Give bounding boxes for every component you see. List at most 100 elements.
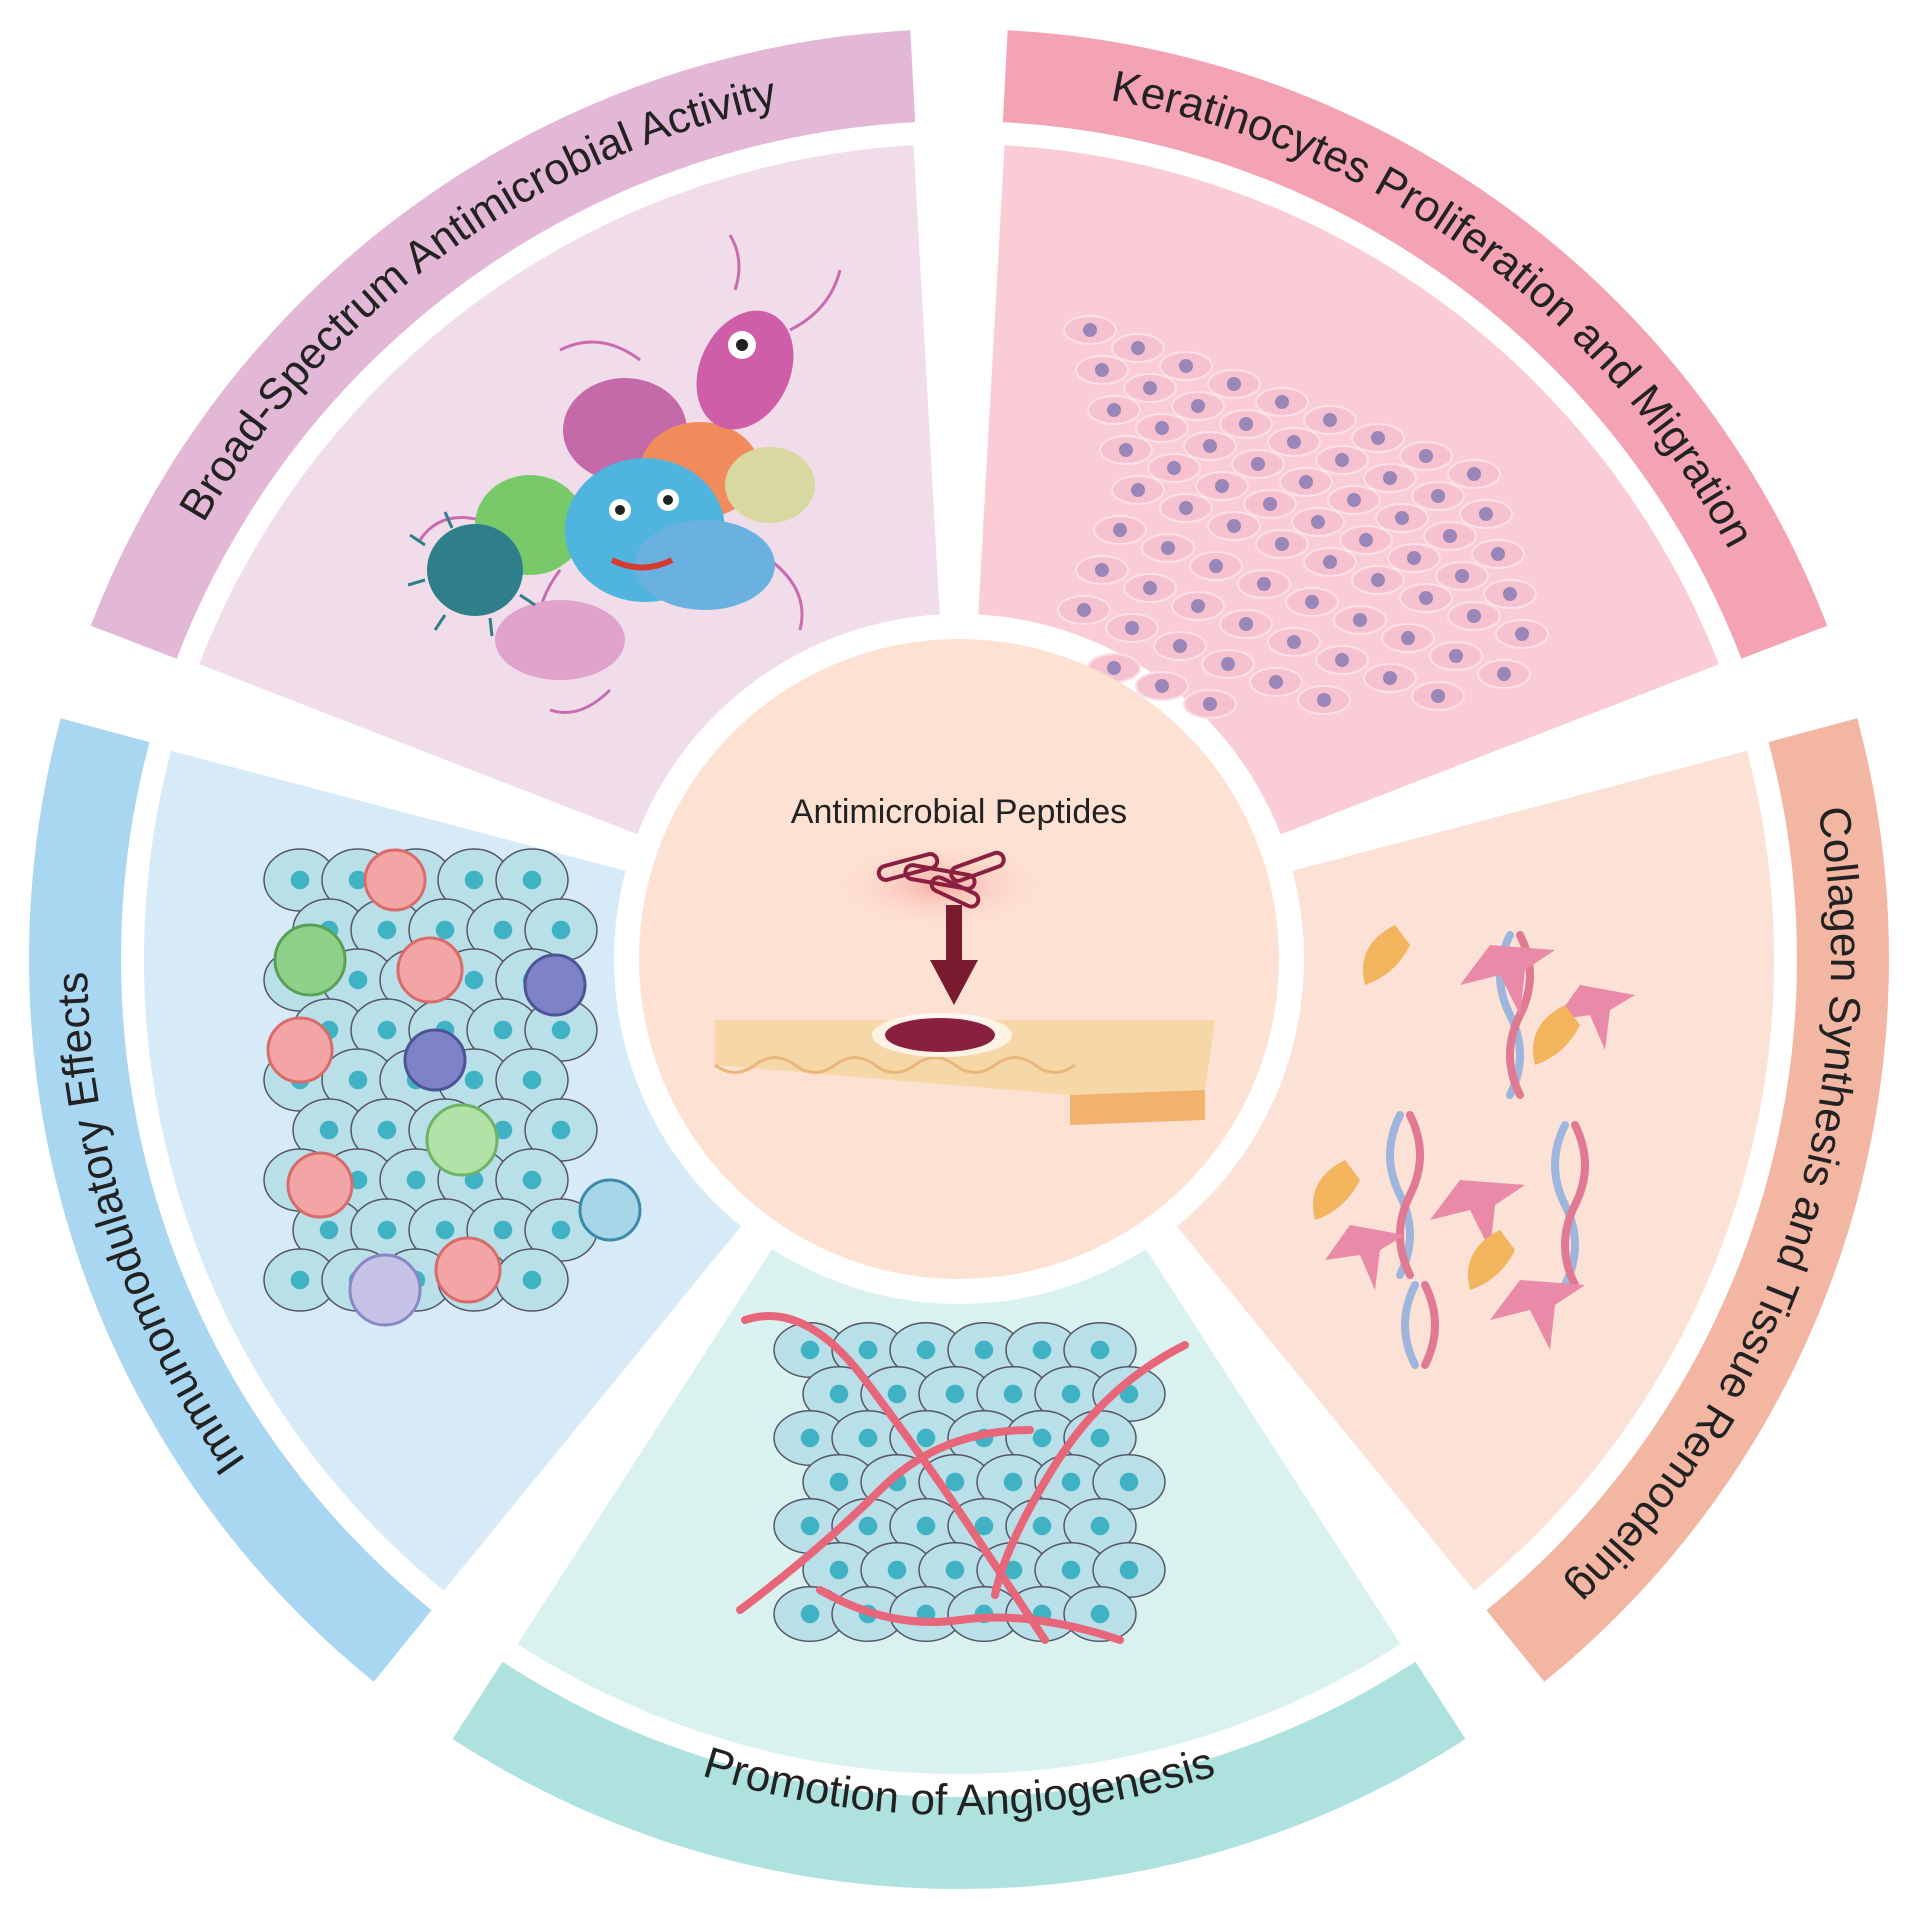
keratinocyte-nucleus [1443, 529, 1457, 543]
cell-nucleus [1090, 1516, 1110, 1536]
keratinocyte-nucleus [1155, 421, 1169, 435]
cell-nucleus [319, 1120, 339, 1140]
cell-nucleus [829, 1560, 849, 1580]
cell-nucleus [348, 970, 368, 990]
keratinocyte-nucleus [1275, 395, 1289, 409]
keratinocyte-nucleus [1353, 613, 1367, 627]
keratinocyte-nucleus [1419, 449, 1433, 463]
band-angiogenesis [452, 1661, 1466, 1889]
cell-nucleus [493, 1120, 513, 1140]
keratinocyte-nucleus [1491, 547, 1505, 561]
keratinocyte-nucleus [1191, 399, 1205, 413]
bacterium-eye-pupil [736, 339, 748, 351]
cell-nucleus [551, 1120, 571, 1140]
cell-nucleus [464, 870, 484, 890]
cell-nucleus [974, 1516, 994, 1536]
keratinocyte-sheet-illustration [1057, 315, 1549, 719]
cell-nucleus [1119, 1472, 1139, 1492]
keratinocyte-nucleus [1215, 479, 1229, 493]
keratinocyte-nucleus [1257, 577, 1271, 591]
keratinocyte-nucleus [1161, 541, 1175, 555]
cell-nucleus [1061, 1472, 1081, 1492]
keratinocyte-nucleus [1299, 475, 1313, 489]
band-antimicrobial [90, 30, 916, 659]
cell-nucleus [1119, 1560, 1139, 1580]
cell-nucleus [348, 870, 368, 890]
immune-cells-illustration [263, 848, 642, 1327]
bacterium-lightblue [635, 520, 775, 610]
lymphocyte-green [273, 923, 347, 997]
keratinocyte-nucleus [1347, 493, 1361, 507]
keratinocyte-cells [1057, 315, 1549, 719]
keratinocyte-nucleus [1431, 489, 1445, 503]
keratinocyte-nucleus [1467, 609, 1481, 623]
keratinocyte-nucleus [1335, 453, 1349, 467]
cell-nucleus [522, 1270, 542, 1290]
cell-nucleus [887, 1384, 907, 1404]
cell-nucleus [1090, 1340, 1110, 1360]
keratinocyte-nucleus [1497, 667, 1511, 681]
keratinocyte-nucleus [1317, 693, 1331, 707]
cell-nucleus [829, 1472, 849, 1492]
cell-nucleus [493, 1220, 513, 1240]
keratinocyte-nucleus [1455, 569, 1469, 583]
fibroblast-cells [1313, 925, 1635, 1350]
keratinocyte-nucleus [1305, 595, 1319, 609]
cell-nucleus [858, 1340, 878, 1360]
keratinocyte-nucleus [1503, 587, 1517, 601]
cell-nucleus [945, 1384, 965, 1404]
bacterium-pink [495, 600, 625, 680]
cell-nucleus [858, 1516, 878, 1536]
keratinocyte-nucleus [1227, 519, 1241, 533]
cell-nucleus [551, 1020, 571, 1040]
cell-nucleus [522, 1170, 542, 1190]
keratinocyte-nucleus [1113, 523, 1127, 537]
keratinocyte-nucleus [1383, 471, 1397, 485]
cell-nucleus [800, 1340, 820, 1360]
cell-nucleus [829, 1384, 849, 1404]
keratinocyte-nucleus [1227, 377, 1241, 391]
keratinocyte-nucleus [1449, 649, 1463, 663]
cell-nucleus [800, 1428, 820, 1448]
keratinocyte-nucleus [1125, 621, 1139, 635]
cell-nucleus [858, 1428, 878, 1448]
macrophage-3 [266, 1016, 334, 1084]
keratinocyte-nucleus [1209, 559, 1223, 573]
dendritic-cell-2 [403, 1028, 467, 1092]
keratinocyte-nucleus [1179, 359, 1193, 373]
lymphocyte-green-2 [425, 1103, 499, 1177]
keratinocyte-nucleus [1275, 537, 1289, 551]
macrophage-5 [434, 1236, 502, 1304]
cell-nucleus [1032, 1516, 1052, 1536]
cell-nucleus [916, 1340, 936, 1360]
cell-nucleus [1003, 1472, 1023, 1492]
keratinocyte-nucleus [1395, 511, 1409, 525]
keratinocyte-nucleus [1371, 431, 1385, 445]
cell-nucleus [348, 1070, 368, 1090]
keratinocyte-nucleus [1515, 627, 1529, 641]
keratinocyte-nucleus [1173, 639, 1187, 653]
bacteria-cluster-illustration [407, 234, 842, 714]
keratinocyte-nucleus [1335, 653, 1349, 667]
cell-nucleus [945, 1472, 965, 1492]
cell-nucleus [1032, 1428, 1052, 1448]
cell-nucleus [464, 1070, 484, 1090]
peptide-icon [876, 850, 1006, 909]
cell-nucleus [800, 1604, 820, 1624]
cell-nucleus [916, 1516, 936, 1536]
keratinocyte-nucleus [1323, 413, 1337, 427]
keratinocyte-nucleus [1167, 461, 1181, 475]
cell-nucleus [319, 1220, 339, 1240]
cell-nucleus [551, 920, 571, 940]
bacteria-flagella [418, 234, 842, 714]
bacterium-teal-spiky [427, 524, 523, 616]
mast-cell [578, 1178, 642, 1242]
bacterium-eye [696, 310, 794, 430]
keratinocyte-nucleus [1083, 323, 1097, 337]
cell-nucleus [377, 1220, 397, 1240]
cell-nucleus [522, 870, 542, 890]
cell-nucleus [1061, 1384, 1081, 1404]
fibroblast-illustration [1313, 925, 1635, 1369]
cell-nucleus [916, 1428, 936, 1448]
